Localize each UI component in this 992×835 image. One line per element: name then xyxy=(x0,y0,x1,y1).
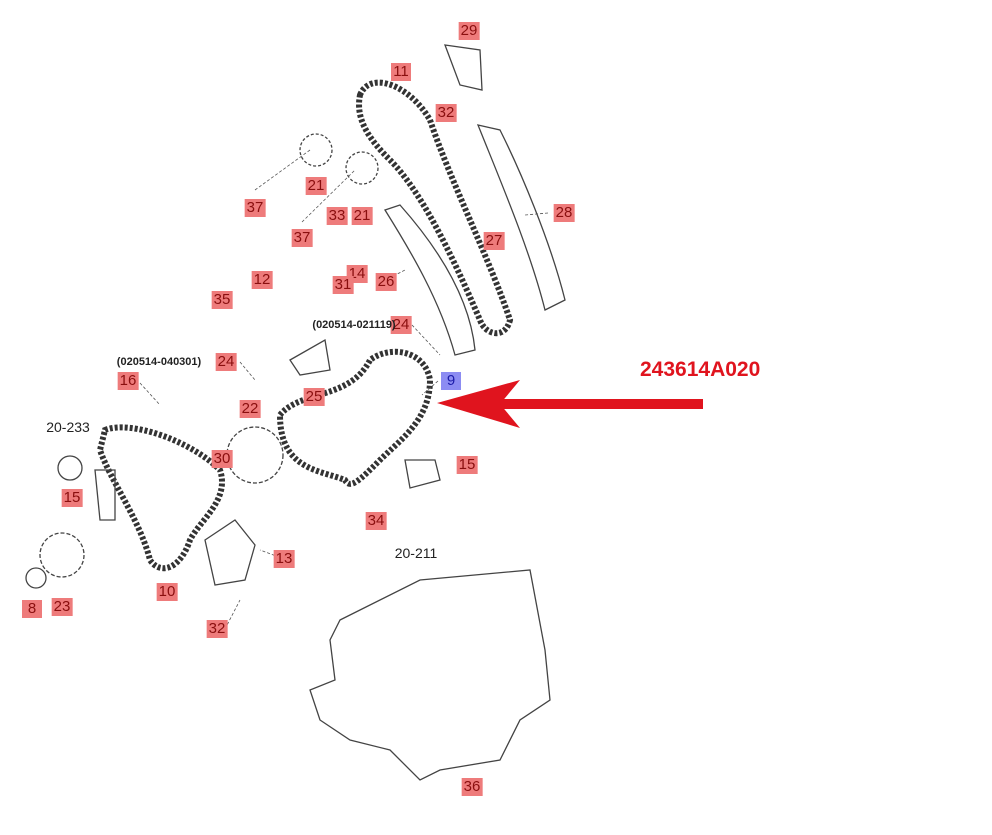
date-range-note: (020514-040301) xyxy=(116,356,202,368)
callout-25: 25 xyxy=(303,388,325,406)
guide-28 xyxy=(476,124,566,311)
sprocket-22 xyxy=(226,426,284,484)
bracket-15b xyxy=(404,459,441,489)
callout-30: 30 xyxy=(211,450,233,468)
bracket-29 xyxy=(444,44,483,91)
tensioner-13 xyxy=(204,519,256,586)
sprocket-21 xyxy=(299,133,333,167)
callout-27: 27 xyxy=(483,232,505,250)
callout-34: 34 xyxy=(365,512,387,530)
leader-lines xyxy=(139,149,549,630)
callout-10: 10 xyxy=(156,583,178,601)
reference-20-233: 20-233 xyxy=(46,419,90,435)
callout-29: 29 xyxy=(458,22,480,40)
callout-28: 28 xyxy=(553,204,575,222)
callout-21: 21 xyxy=(351,207,373,225)
callout-16: 16 xyxy=(117,372,139,390)
callout-32: 32 xyxy=(435,104,457,122)
callout-21: 21 xyxy=(305,177,327,195)
engine-block-outline xyxy=(309,569,551,781)
callout-36: 36 xyxy=(461,778,483,796)
guide-15 xyxy=(94,469,116,521)
callout-24: 24 xyxy=(390,316,412,334)
callout-37: 37 xyxy=(244,199,266,217)
sprocket-21b xyxy=(345,151,379,185)
date-range-note: (020514-021119) xyxy=(312,319,396,331)
reference-20-211: 20-211 xyxy=(394,545,438,561)
sprocket-23 xyxy=(39,532,85,578)
callout-9-highlighted: 9 xyxy=(441,372,461,390)
guide-26 xyxy=(384,204,476,356)
lower-chain-10 xyxy=(96,424,225,572)
callout-26: 26 xyxy=(375,273,397,291)
callout-15: 15 xyxy=(456,456,478,474)
part-number-label: 243614A020 xyxy=(640,358,761,381)
bracket-25 xyxy=(289,338,331,376)
callout-12: 12 xyxy=(251,271,273,289)
callout-23: 23 xyxy=(51,598,73,616)
ring-8 xyxy=(25,567,47,589)
chains xyxy=(96,79,514,572)
callout-15: 15 xyxy=(61,489,83,507)
upper-chain-11 xyxy=(356,79,514,337)
callout-24: 24 xyxy=(215,353,237,371)
callout-33: 33 xyxy=(326,207,348,225)
callout-11: 11 xyxy=(391,63,411,81)
callout-35: 35 xyxy=(211,291,233,309)
middle-chain-9 xyxy=(276,348,434,487)
callout-13: 13 xyxy=(273,550,295,568)
ring-20-233 xyxy=(57,455,83,481)
red-arrow xyxy=(437,380,703,428)
callout-8: 8 xyxy=(22,600,42,618)
callout-37: 37 xyxy=(291,229,313,247)
callout-22: 22 xyxy=(239,400,261,418)
callout-32: 32 xyxy=(206,620,228,638)
callout-31: 31 xyxy=(332,276,354,294)
